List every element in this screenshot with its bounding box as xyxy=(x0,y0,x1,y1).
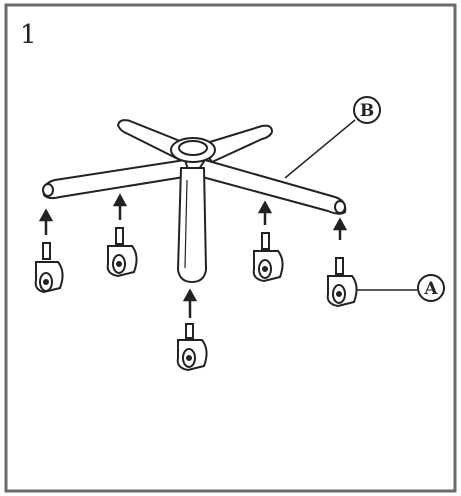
caster-3 xyxy=(252,232,284,283)
base-arm-front xyxy=(177,167,207,283)
caster-4 xyxy=(326,257,358,308)
base-arm-tip-left xyxy=(42,183,54,197)
insert-arrows xyxy=(38,193,348,318)
base-arm-tip-right xyxy=(334,200,346,214)
leader-line-b xyxy=(284,119,356,179)
base-arm-front-left xyxy=(42,159,191,200)
base-leg-groove xyxy=(184,179,188,269)
base-hub-socket xyxy=(178,140,208,156)
arrow-up-icon xyxy=(257,200,273,225)
base-arm-front-right xyxy=(194,159,347,215)
casters-a xyxy=(34,227,358,372)
caster-2 xyxy=(106,227,138,278)
caster-5 xyxy=(176,323,208,372)
caster-1 xyxy=(34,242,64,294)
callout-label-a: A xyxy=(423,279,438,299)
callout-label-b: B xyxy=(360,101,374,121)
arrow-up-icon xyxy=(112,193,128,220)
chair-base-b xyxy=(42,119,347,283)
arrow-up-icon xyxy=(332,217,348,240)
arrow-up-icon xyxy=(182,288,198,318)
callout-circle-a xyxy=(417,274,445,302)
panel-border xyxy=(4,3,457,493)
callout-circle-b xyxy=(353,96,381,124)
arrow-up-icon xyxy=(38,208,54,235)
base-arm-back-right xyxy=(199,124,273,163)
step-number: 1 xyxy=(20,20,37,50)
